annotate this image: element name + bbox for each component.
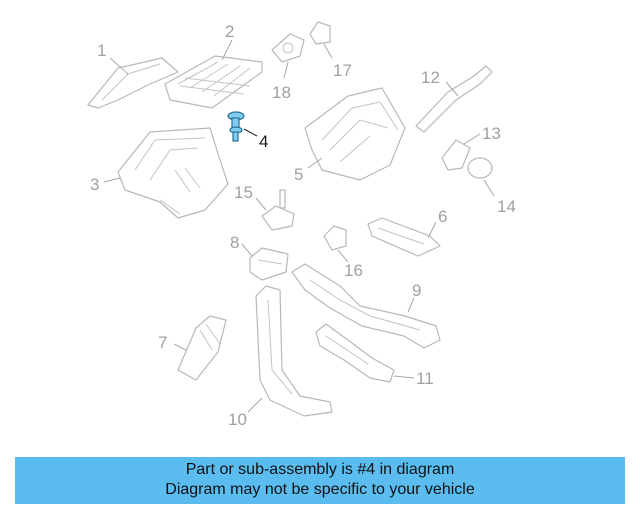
leader-lines xyxy=(103,39,495,413)
part-11-illustration xyxy=(315,323,395,383)
callout-10: 10 xyxy=(228,410,247,429)
callout-18: 18 xyxy=(272,83,291,102)
part-3-illustration xyxy=(117,127,229,219)
callout-5: 5 xyxy=(294,165,303,184)
banner-line-1: Part or sub-assembly is #4 in diagram xyxy=(185,461,455,478)
parts-diagram: 1 2 3 4 5 6 7 8 9 10 11 12 13 14 15 16 1… xyxy=(87,21,516,429)
part-6-illustration xyxy=(367,217,441,257)
part-15-illustration xyxy=(261,189,295,231)
part-18-illustration xyxy=(271,33,305,63)
callout-2: 2 xyxy=(225,22,234,41)
part-17-illustration xyxy=(309,21,331,45)
callout-4: 4 xyxy=(259,132,268,151)
banner-line-2: Diagram may not be specific to your vehi… xyxy=(165,481,475,498)
callout-7: 7 xyxy=(158,333,167,352)
part-12-illustration xyxy=(415,65,493,133)
part-4-clip-highlighted xyxy=(227,111,245,142)
callout-12: 12 xyxy=(421,68,440,87)
part-5-illustration xyxy=(304,87,406,181)
callout-15: 15 xyxy=(234,183,253,202)
part-8-illustration xyxy=(249,247,289,281)
part-1-illustration xyxy=(87,57,179,109)
callout-8: 8 xyxy=(230,233,239,252)
callout-9: 9 xyxy=(412,281,421,300)
part-9-illustration xyxy=(291,263,441,349)
callout-14: 14 xyxy=(497,197,516,216)
callout-6: 6 xyxy=(438,207,447,226)
callout-13: 13 xyxy=(482,124,501,143)
callout-16: 16 xyxy=(344,261,363,280)
part-16-illustration xyxy=(323,225,347,251)
callout-11: 11 xyxy=(416,369,434,388)
callout-labels: 1 2 3 4 5 6 7 8 9 10 11 12 13 14 15 16 1… xyxy=(90,22,516,429)
part-14-illustration xyxy=(467,157,493,179)
part-2-illustration xyxy=(164,55,263,109)
info-banner: Part or sub-assembly is #4 in diagram Di… xyxy=(15,457,625,504)
part-7-illustration xyxy=(177,315,227,381)
callout-1: 1 xyxy=(97,41,106,60)
callout-17: 17 xyxy=(333,61,352,80)
part-10-illustration xyxy=(255,285,333,417)
part-13-illustration xyxy=(441,139,471,171)
callout-3: 3 xyxy=(90,175,99,194)
